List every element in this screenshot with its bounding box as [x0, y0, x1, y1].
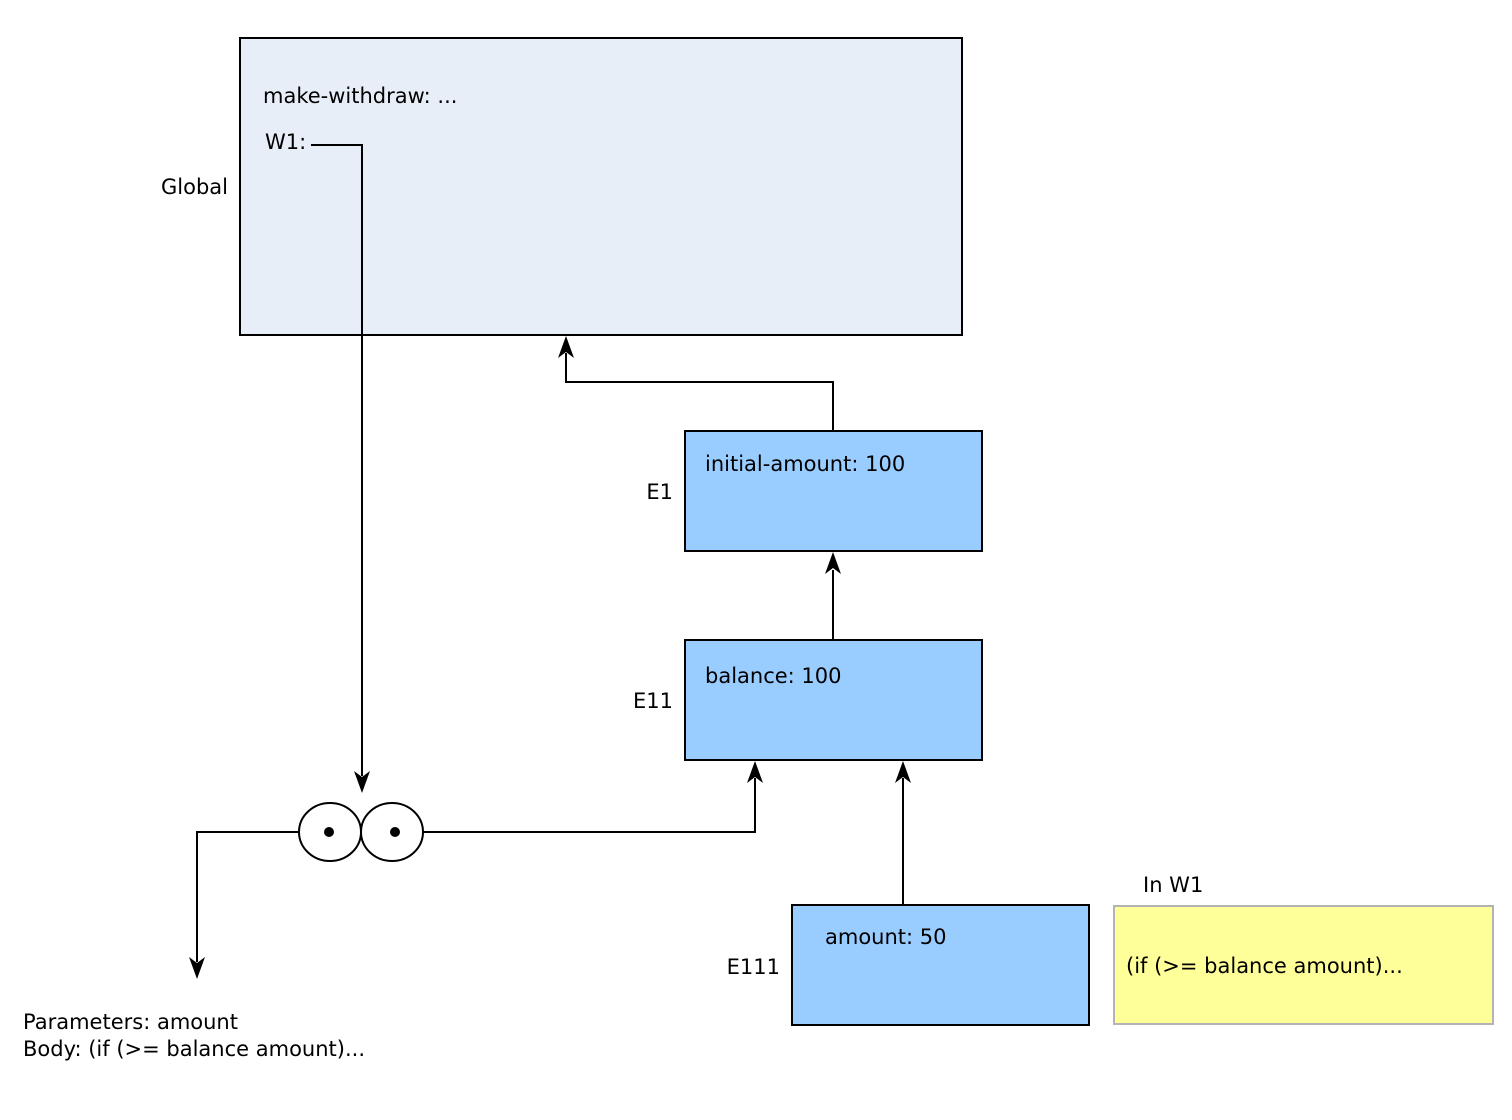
env-pointer-line	[423, 778, 756, 833]
binding-balance: balance: 100	[705, 664, 842, 688]
code-note-text: (if (>= balance amount)...	[1126, 954, 1403, 978]
binding-w1: W1:	[265, 130, 306, 154]
e1-frame-box	[684, 430, 983, 552]
code-note-caption: In W1	[1143, 873, 1203, 897]
global-frame-box	[239, 37, 963, 336]
binding-amount: amount: 50	[825, 925, 947, 949]
binding-make-withdraw: make-withdraw: ...	[263, 84, 457, 108]
e11-frame-label: E11	[633, 689, 673, 713]
procedure-env-dot	[390, 827, 400, 837]
code-pointer-line	[196, 831, 299, 962]
pointer-arrows	[189, 144, 911, 979]
e1-frame: E1 initial-amount: 100	[646, 430, 983, 552]
binding-initial-amount: initial-amount: 100	[705, 452, 905, 476]
code-note-box	[1113, 905, 1494, 1025]
code-note: In W1 (if (>= balance amount)...	[1113, 873, 1494, 1025]
procedure-description: Parameters: amount Body: (if (>= balance…	[23, 1010, 365, 1061]
env-pointer-arrowhead	[747, 761, 763, 783]
e11-frame: E11 balance: 100	[633, 639, 983, 761]
code-pointer-arrowhead	[189, 957, 205, 979]
procedure-code-dot	[324, 827, 334, 837]
global-frame-label: Global	[161, 175, 228, 199]
procedure-object	[298, 802, 424, 862]
w1-pointer-arrowhead	[354, 771, 370, 793]
e11-parent-arrowhead	[825, 552, 841, 574]
e1-parent-line	[565, 353, 834, 431]
e111-parent-arrowhead	[895, 761, 911, 783]
e111-frame-label: E111	[727, 955, 780, 979]
procedure-body: Body: (if (>= balance amount)...	[23, 1037, 365, 1061]
e111-frame: E111 amount: 50	[727, 904, 1090, 1026]
e1-parent-arrowhead	[558, 336, 574, 358]
procedure-parameters: Parameters: amount	[23, 1010, 238, 1034]
e11-frame-box	[684, 639, 983, 761]
w1-pointer-line	[311, 144, 363, 776]
e1-frame-label: E1	[646, 480, 673, 504]
global-frame: Global make-withdraw: ... W1:	[161, 37, 963, 336]
e111-frame-box	[791, 904, 1090, 1026]
